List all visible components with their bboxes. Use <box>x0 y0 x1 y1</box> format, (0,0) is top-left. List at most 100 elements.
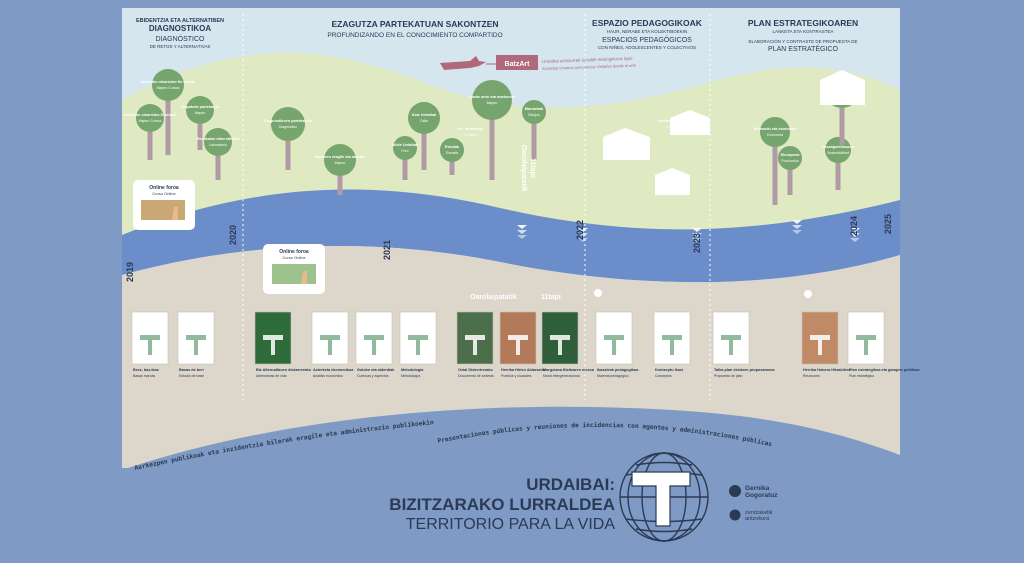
document-subtitle: Reuniones <box>803 374 820 378</box>
svg-text:ESPAZIO PEDAGOGIKOAK: ESPAZIO PEDAGOGIKOAK <box>592 18 703 28</box>
t-letter-icon <box>263 335 283 355</box>
online-box-1[interactable]: Online foroa Curso Online <box>133 180 195 230</box>
tree-crown <box>825 137 851 163</box>
tree-label: Landa urrin eta markorrak <box>468 95 516 99</box>
section-header-espazio: ESPAZIO PEDAGOGIKOAK HAUR, NERABE ETA KO… <box>592 18 703 50</box>
document-thumbnail[interactable]: Plan estrategikoa eta garapen politikoaP… <box>847 311 920 378</box>
tree-trunk <box>839 90 845 145</box>
tree-trunk <box>531 112 537 160</box>
title-line-1: URDAIBAI: <box>526 475 615 494</box>
section-header-diagnostikoa: EBIDENTZIA ETA ALTERNATIBEN DIAGNOSTIKOA… <box>136 18 224 49</box>
tree-sublabel: Mapeo <box>487 101 498 105</box>
tree-label: Marrazkak <box>525 107 544 111</box>
tree-trunk <box>449 150 455 175</box>
document-title: Biz Alternatiboen diskarrerako <box>256 368 312 372</box>
svg-text:Curso Online: Curso Online <box>282 255 306 260</box>
t-letter-icon <box>320 335 340 355</box>
ground-label: Oarolaipatatik 11tapi <box>470 294 561 301</box>
tree-label: Bertikalen diberstitatea <box>197 137 240 141</box>
t-letter-icon <box>721 335 741 355</box>
title-line-2: BIZITZARAKO LURRALDEA <box>389 495 615 514</box>
svg-text:Online foroa: Online foroa <box>279 249 309 255</box>
svg-text:11tapi: 11tapi <box>529 158 536 178</box>
year-label: 2022 <box>575 220 585 240</box>
tree-label: Akzerako oinarrizko Diseinua <box>124 113 178 117</box>
house-label <box>655 168 690 195</box>
tree-sublabel: Escuela <box>446 151 459 155</box>
tree-label: Kale Urdaibai <box>412 113 436 117</box>
house-labels <box>603 70 865 195</box>
t-letter-icon <box>810 335 830 355</box>
tree-crown <box>324 144 356 176</box>
tree-trunk <box>421 118 427 170</box>
svg-text:EZAGUTZA PARTEKATUAN SAKONTZEN: EZAGUTZA PARTEKATUAN SAKONTZEN <box>332 19 499 29</box>
document-subtitle: Conceptos <box>655 374 672 378</box>
tree-sublabel: Mapeo Cursos <box>157 86 180 90</box>
document-subtitle: Mural intergeneracional <box>543 374 580 378</box>
t-letter-icon <box>550 335 570 355</box>
svg-text:EBIDENTZIA ETA ALTERNATIBEN: EBIDENTZIA ETA ALTERNATIBEN <box>136 18 224 24</box>
banner-line-2: Actividad creativa para pensar Urdaibai … <box>541 63 637 71</box>
tree-crown <box>472 80 512 120</box>
tree-trunk <box>337 160 343 195</box>
down-arrow-icon <box>792 220 802 234</box>
svg-text:ESPACIOS PEDAGÓGICOS: ESPACIOS PEDAGÓGICOS <box>602 35 692 44</box>
t-letter-icon <box>604 335 624 355</box>
section-header-ezagutza: EZAGUTZA PARTEKATUAN SAKONTZEN PROFUNDIZ… <box>327 19 502 39</box>
svg-text:HAUR, NERABE ETA KOLEKTIBOEKIN: HAUR, NERABE ETA KOLEKTIBOEKIN <box>607 29 687 34</box>
svg-text:ELABORACIÓN Y CONTRASTE DE PRO: ELABORACIÓN Y CONTRASTE DE PROPUESTA DE <box>748 38 857 44</box>
tree-label: Akzerako oinarrizko fin lekuak <box>141 80 197 84</box>
tree-trunk <box>402 148 408 180</box>
tree-crown <box>271 107 305 141</box>
t-letter-icon <box>465 335 485 355</box>
house-label <box>603 128 650 160</box>
gernika-logo: Gernika Gogoratuz <box>729 485 778 499</box>
svg-text:DE RETOS Y ALTERNATIVAS: DE RETOS Y ALTERNATIVAS <box>150 44 211 49</box>
house-label <box>670 110 710 135</box>
sea-curve <box>122 406 900 563</box>
tree-label: Mapaketa partekatua <box>181 105 219 109</box>
tree-crown <box>778 146 802 170</box>
document-thumbnail[interactable]: Biz Alternatiboen diskarrerakoAlternativ… <box>254 311 312 378</box>
section-header-plan: PLAN ESTRATEGIKOAREN LANKETA ETA KONTRAS… <box>748 18 858 53</box>
tree-sublabel: Mapeo <box>335 161 346 165</box>
document-subtitle: Plan estratégico <box>849 374 874 378</box>
online-box-2[interactable]: Online foroa Curso Online <box>263 244 325 294</box>
tree-sublabel: Formato <box>463 133 476 137</box>
arrow-markers <box>517 220 860 242</box>
tree-label: Urr. lurraldeak <box>457 127 484 131</box>
svg-text:Online foroa: Online foroa <box>149 185 179 191</box>
document-subtitle: Propuesta de plan <box>714 374 742 378</box>
year-label: 2019 <box>125 262 135 282</box>
tree-sublabel: Diagnóstico <box>279 125 297 129</box>
document-thumbnail[interactable]: Talka plan ekintzen proposamenaPropuesta… <box>712 311 775 378</box>
svg-text:PROFUNDIZANDO EN EL CONOCIMIEN: PROFUNDIZANDO EN EL CONOCIMIENTO COMPART… <box>327 32 502 39</box>
down-arrow-icon <box>850 228 860 242</box>
svg-text:11tapi: 11tapi <box>541 294 561 301</box>
airplane-banner: BatzArt Urdaibai arrasurrek lurralde eko… <box>440 55 637 71</box>
tree-crown <box>152 69 184 101</box>
document-title: Plan estrategikoa eta garapen politikoa <box>849 368 920 372</box>
